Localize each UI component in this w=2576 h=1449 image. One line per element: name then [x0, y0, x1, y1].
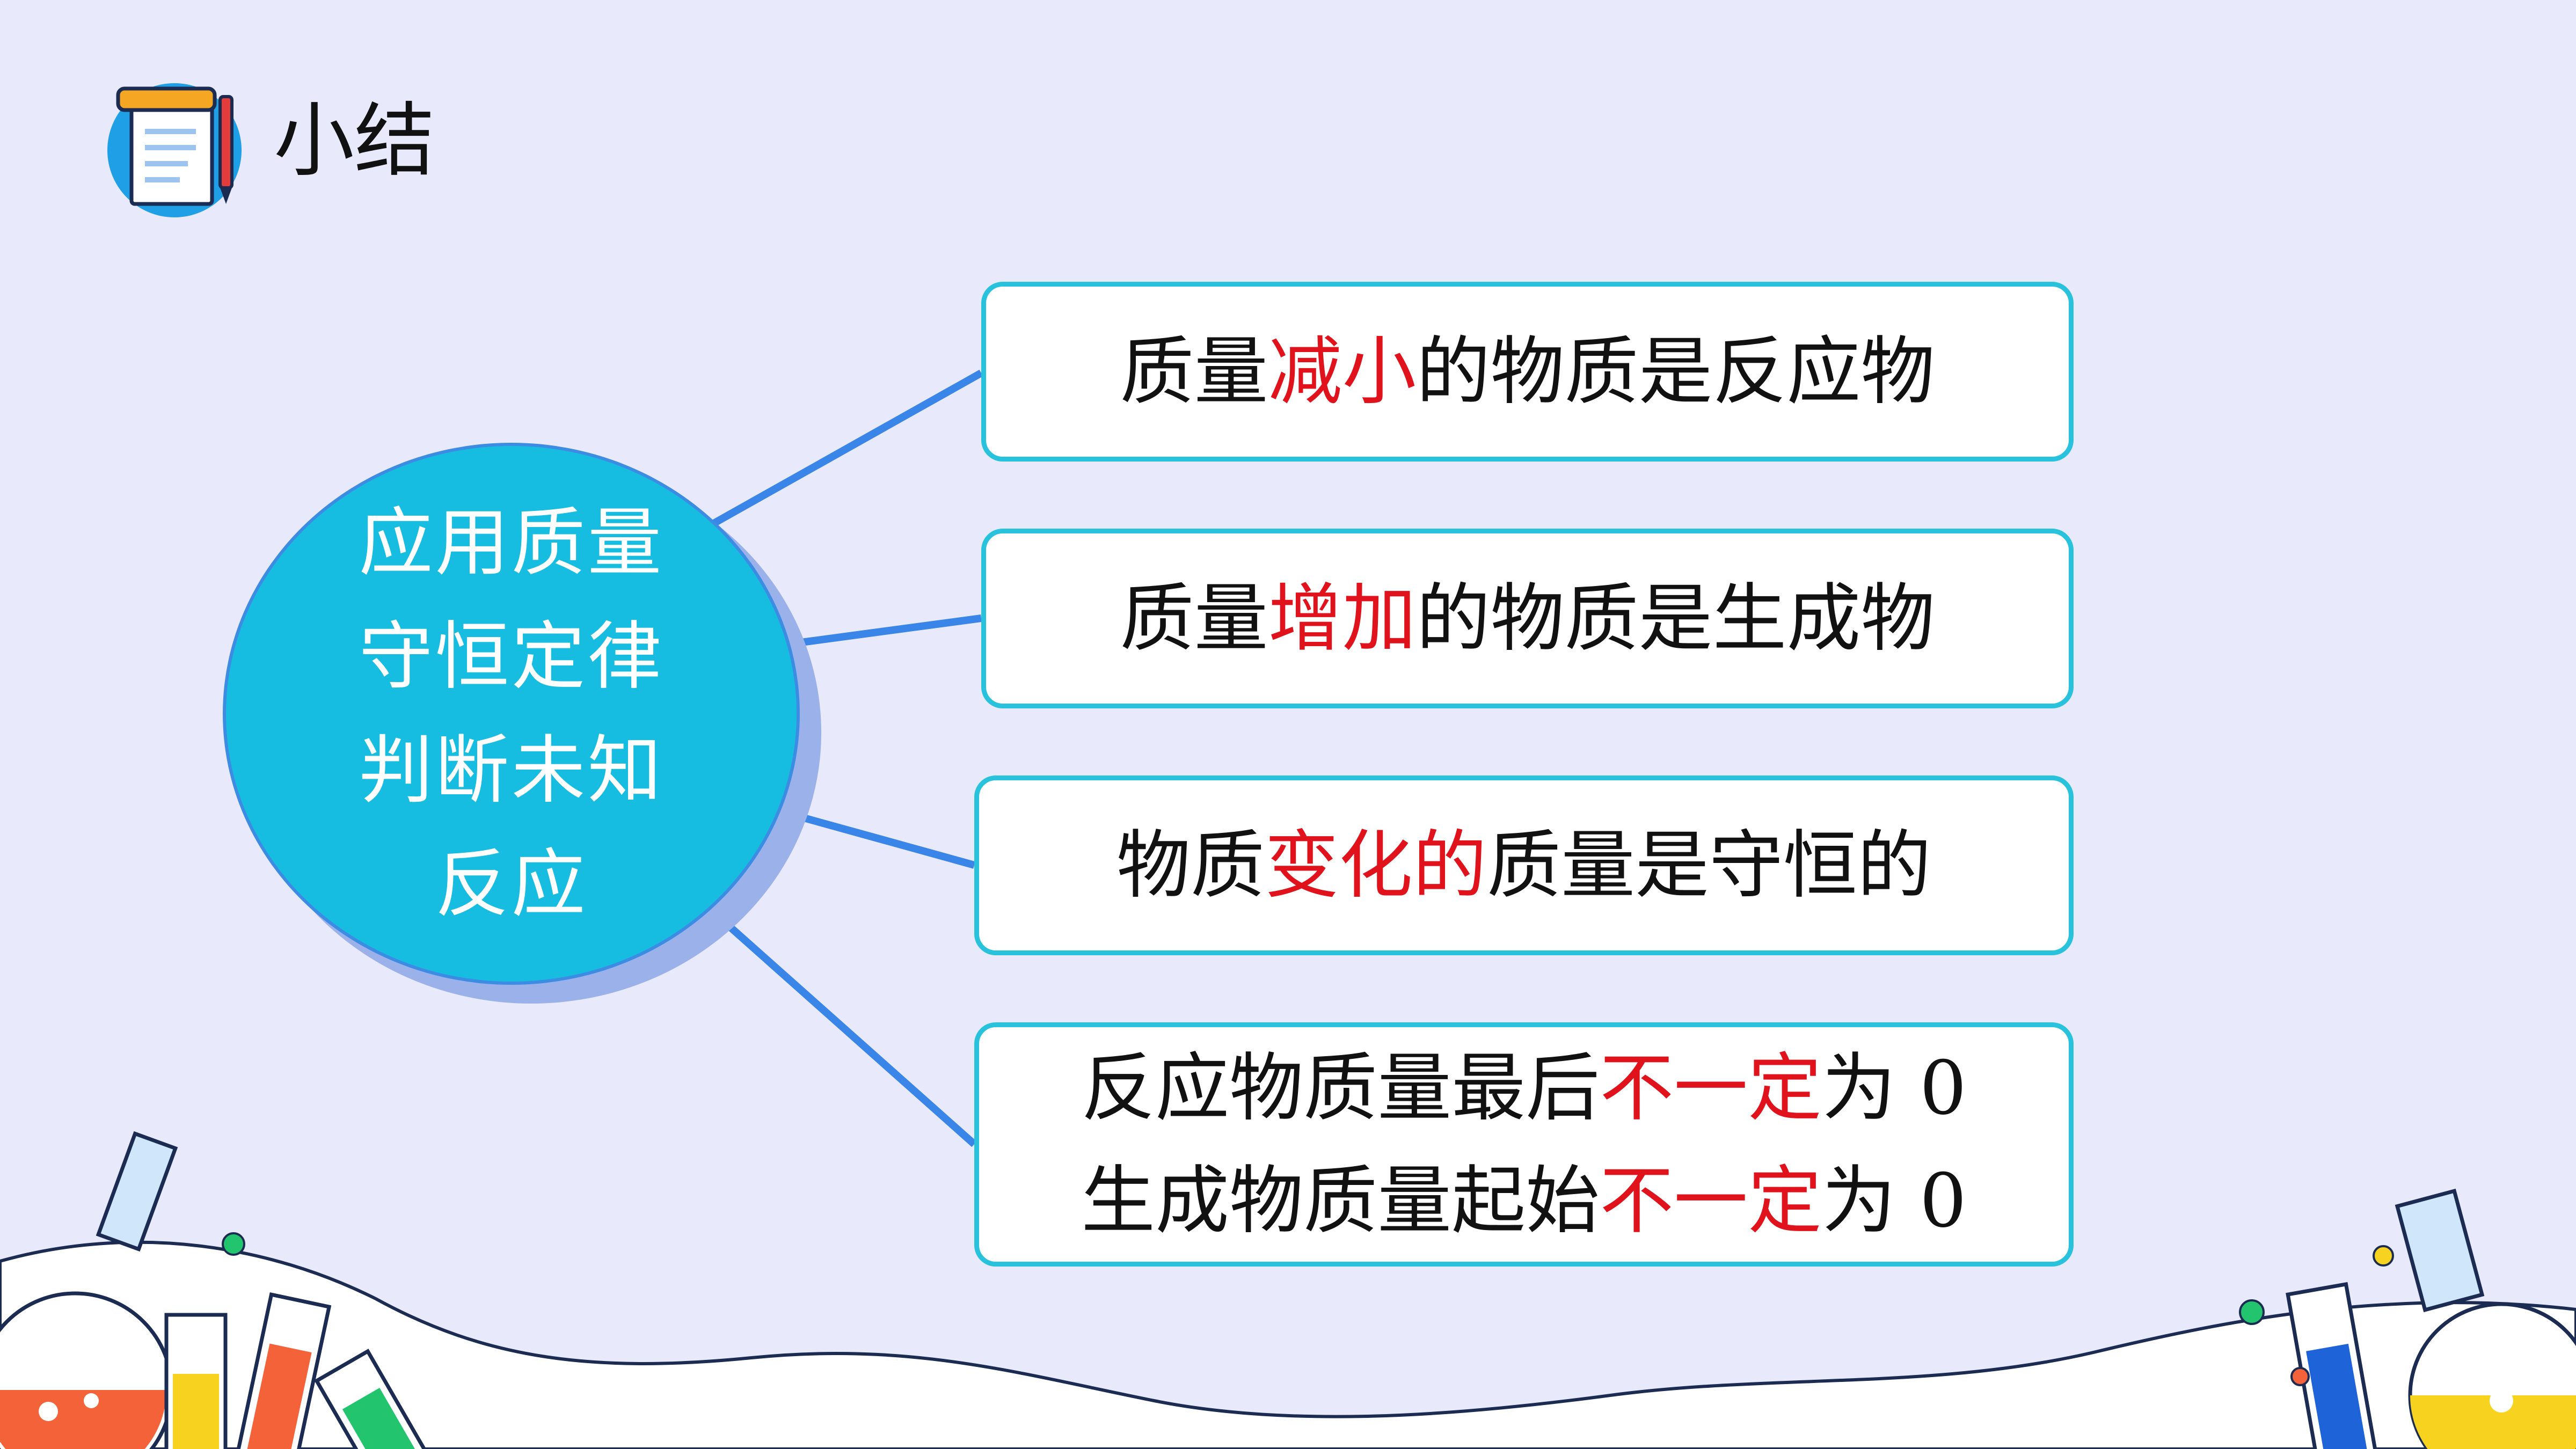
summary-box-increase: 质量增加的物质是生成物 [981, 529, 2074, 708]
text-normal: 的物质是生成物 [1416, 575, 1935, 662]
summary-text: 质量减小的物质是反应物 [1120, 318, 1935, 426]
text-normal: 生成物质量起始 [1081, 1157, 1600, 1244]
connector-line-3 [785, 809, 975, 869]
hub-circle: 应用质量 守恒定律 判断未知 反应 [223, 443, 800, 985]
page-title: 小结 [274, 94, 435, 188]
hub-line-2: 守恒定律 [359, 613, 664, 700]
hub-line-4: 反应 [435, 841, 588, 927]
text-normal: 反应物质量最后 [1081, 1044, 1600, 1131]
text-highlight: 减小 [1268, 328, 1417, 415]
text-highlight: 不一定 [1600, 1157, 1822, 1244]
text-highlight: 不一定 [1600, 1044, 1822, 1131]
lab-glassware-right-icon [2239, 1188, 2576, 1449]
text-normal: 为 0 [1822, 1157, 1967, 1244]
text-normal: 物质 [1116, 822, 1265, 909]
hub-line-1: 应用质量 [359, 500, 664, 586]
text-highlight: 增加 [1268, 575, 1417, 662]
summary-text-line-1: 反应物质量最后不一定为 0 [1081, 1032, 1967, 1145]
text-highlight: 变化的 [1264, 822, 1487, 909]
text-normal: 质量是守恒的 [1487, 822, 1932, 909]
notepad-icon [107, 83, 242, 217]
text-normal: 的物质是反应物 [1416, 328, 1935, 415]
connector-line-4 [714, 912, 977, 1147]
text-normal: 为 0 [1822, 1044, 1967, 1131]
summary-text-line-2: 生成物质量起始不一定为 0 [1081, 1145, 1967, 1257]
lab-glassware-left-icon [0, 1131, 432, 1449]
summary-text: 质量增加的物质是生成物 [1120, 565, 1935, 672]
hub-line-3: 判断未知 [359, 727, 664, 814]
text-normal: 质量 [1120, 575, 1268, 662]
connector-line-2 [789, 614, 982, 648]
summary-box-conserved: 物质变化的质量是守恒的 [974, 775, 2074, 955]
cloud-bottom-icon [0, 1240, 2576, 1449]
summary-box-decrease: 质量减小的物质是反应物 [981, 282, 2074, 462]
summary-box-not-zero: 反应物质量最后不一定为 0 生成物质量起始不一定为 0 [974, 1022, 2074, 1267]
text-normal: 质量 [1120, 328, 1268, 415]
summary-text: 物质变化的质量是守恒的 [1116, 812, 1931, 919]
connector-line-1 [712, 369, 983, 527]
